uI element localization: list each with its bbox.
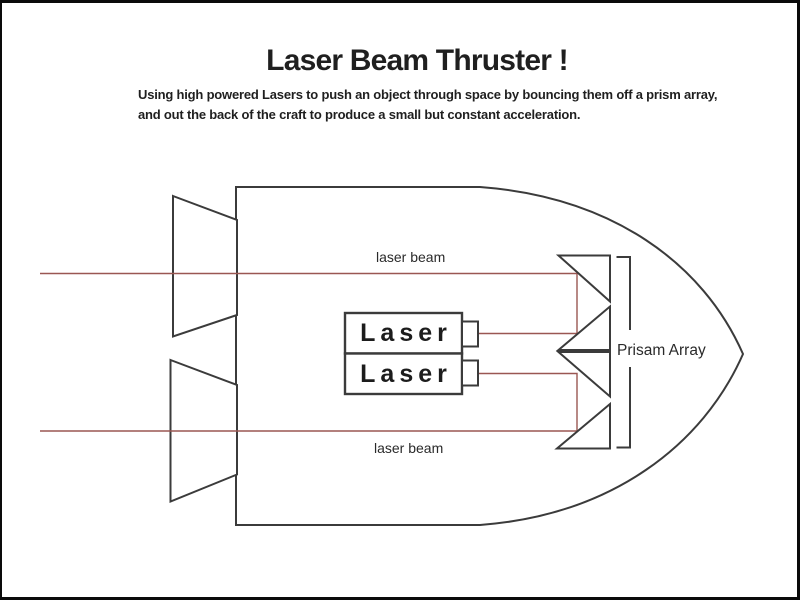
laser-aperture-bottom bbox=[461, 359, 479, 387]
spacecraft-hull-outline bbox=[235, 186, 745, 526]
prism-triangle-4 bbox=[554, 401, 611, 450]
exhaust-nozzle-top bbox=[172, 194, 238, 338]
laser-beam-label-top: laser beam bbox=[376, 249, 446, 265]
laser-box-label-top: Laser bbox=[360, 318, 452, 347]
prism-triangle-1 bbox=[555, 254, 611, 304]
prism-array-bracket bbox=[616, 256, 631, 449]
laser-beam-label-bottom: laser beam bbox=[374, 440, 444, 456]
page-subtitle-line2: and out the back of the craft to produce… bbox=[138, 107, 581, 122]
page-title: Laser Beam Thruster ! bbox=[266, 44, 568, 77]
frame-edge-bottom bbox=[0, 597, 800, 600]
frame-edge-top bbox=[0, 0, 800, 3]
laser-aperture-top bbox=[461, 320, 479, 348]
prism-array-label: Prisam Array bbox=[617, 342, 706, 359]
frame-edge-left bbox=[0, 0, 2, 600]
page-subtitle-line1: Using high powered Lasers to push an obj… bbox=[138, 87, 718, 102]
frame-edge-right bbox=[797, 0, 800, 600]
prism-triangle-3 bbox=[555, 351, 611, 399]
page-subtitle: Using high powered Lasers to push an obj… bbox=[138, 85, 717, 125]
laser-beam-path-bottom bbox=[40, 372, 578, 432]
prism-triangle-2 bbox=[555, 304, 611, 351]
laser-box-bottom bbox=[343, 352, 464, 396]
laser-box-label-bottom: Laser bbox=[360, 359, 452, 388]
laser-beam-path-top bbox=[40, 272, 578, 335]
